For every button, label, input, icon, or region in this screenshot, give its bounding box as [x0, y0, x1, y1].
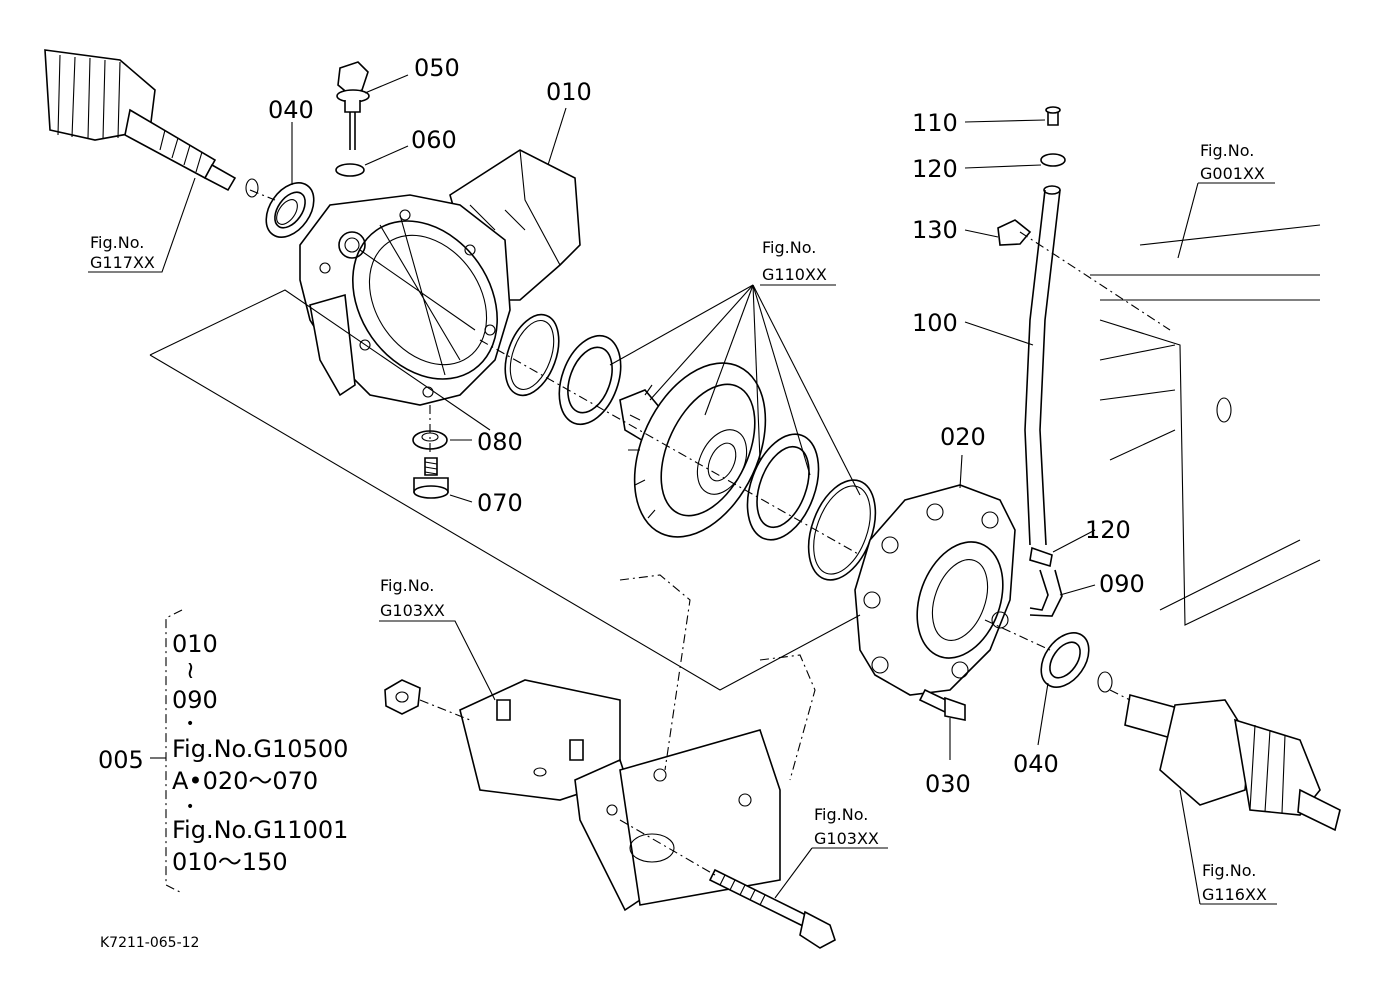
label-part-010: 010: [546, 78, 592, 106]
label-part-120-bottom: 120: [1085, 516, 1131, 544]
differential-group: [504, 313, 877, 581]
assembly-line-3: 090: [172, 686, 218, 714]
dipstick: [336, 61, 370, 150]
fig-ref-g001-line2: G001XX: [1200, 164, 1265, 183]
label-part-110: 110: [912, 109, 958, 137]
label-part-090: 090: [1099, 570, 1145, 598]
fig-ref-g117-line2: G117XX: [90, 253, 155, 272]
label-part-040-right: 040: [1013, 750, 1059, 778]
fig-ref-g117-line1: Fig.No.: [90, 233, 144, 252]
fig-ref-g103-top-line2: G103XX: [380, 601, 445, 620]
assembly-axis-lines: [149, 189, 1131, 701]
mounting-bracket: [459, 574, 816, 912]
label-part-130: 130: [912, 216, 958, 244]
fig-ref-g110-line2: G110XX: [762, 265, 827, 284]
fig-ref-g001: Fig.No. G001XX: [1200, 141, 1265, 183]
left-drive-shaft: [44, 49, 259, 198]
label-part-050: 050: [414, 54, 460, 82]
tractor-frame: [1090, 224, 1321, 626]
label-part-030: 030: [925, 770, 971, 798]
fig-ref-g116-line2: G116XX: [1202, 885, 1267, 904]
fig-ref-g116: Fig.No. G116XX: [1202, 861, 1267, 904]
label-part-040-left: 040: [268, 96, 314, 124]
label-part-120-top: 120: [912, 155, 958, 183]
fig-ref-g117: Fig.No. G117XX: [90, 233, 155, 272]
oil-seal-right: [1040, 632, 1090, 688]
fig-ref-g110: Fig.No. G110XX: [762, 238, 827, 284]
assembly-code: 005: [98, 746, 144, 774]
assembly-line-7: 010～150: [172, 848, 288, 876]
label-part-080: 080: [477, 428, 523, 456]
drain-plug-070: [413, 457, 449, 499]
assembly-line-6: Fig.No.G11001: [172, 816, 348, 844]
fig-ref-g116-line1: Fig.No.: [1202, 861, 1256, 880]
label-part-070: 070: [477, 489, 523, 517]
fig-ref-g103-top: Fig.No. G103XX: [380, 576, 445, 620]
bracket-bolt: [708, 868, 836, 949]
fig-ref-g103-bottom: Fig.No. G103XX: [814, 805, 879, 848]
label-part-100: 100: [912, 309, 958, 337]
assembly-brace: [150, 609, 183, 894]
fig-ref-g103-bottom-line2: G103XX: [814, 829, 879, 848]
bolt-030: [918, 688, 966, 721]
bracket-nut: [384, 679, 421, 715]
assembly-dot-1: •: [186, 716, 194, 732]
fig-ref-g001-line1: Fig.No.: [1200, 141, 1254, 160]
assembly-note: 005 010 ≀ 090 • Fig.No.G10500 A•020～070 …: [98, 630, 348, 876]
breather-hose: [997, 106, 1066, 617]
fig-ref-g110-line1: Fig.No.: [762, 238, 816, 257]
side-cover: [854, 484, 1016, 696]
leader-lines: [88, 74, 1277, 905]
transmission-case: [299, 149, 581, 406]
assembly-dot-2: •: [186, 799, 194, 815]
o-ring-060: [335, 163, 365, 177]
drawing-id: K7211-065-12: [100, 935, 199, 951]
oil-seal-left: [265, 182, 315, 238]
label-part-020: 020: [940, 423, 986, 451]
assembly-line-1: 010: [172, 630, 218, 658]
assembly-line-2: ≀: [186, 656, 195, 684]
right-drive-shaft: [1124, 693, 1341, 832]
fig-ref-g103-bottom-line1: Fig.No.: [814, 805, 868, 824]
label-part-060: 060: [411, 126, 457, 154]
assembly-line-4: Fig.No.G10500: [172, 735, 348, 763]
assembly-line-5: A•020～070: [172, 767, 318, 795]
fig-ref-g103-top-line1: Fig.No.: [380, 576, 434, 595]
